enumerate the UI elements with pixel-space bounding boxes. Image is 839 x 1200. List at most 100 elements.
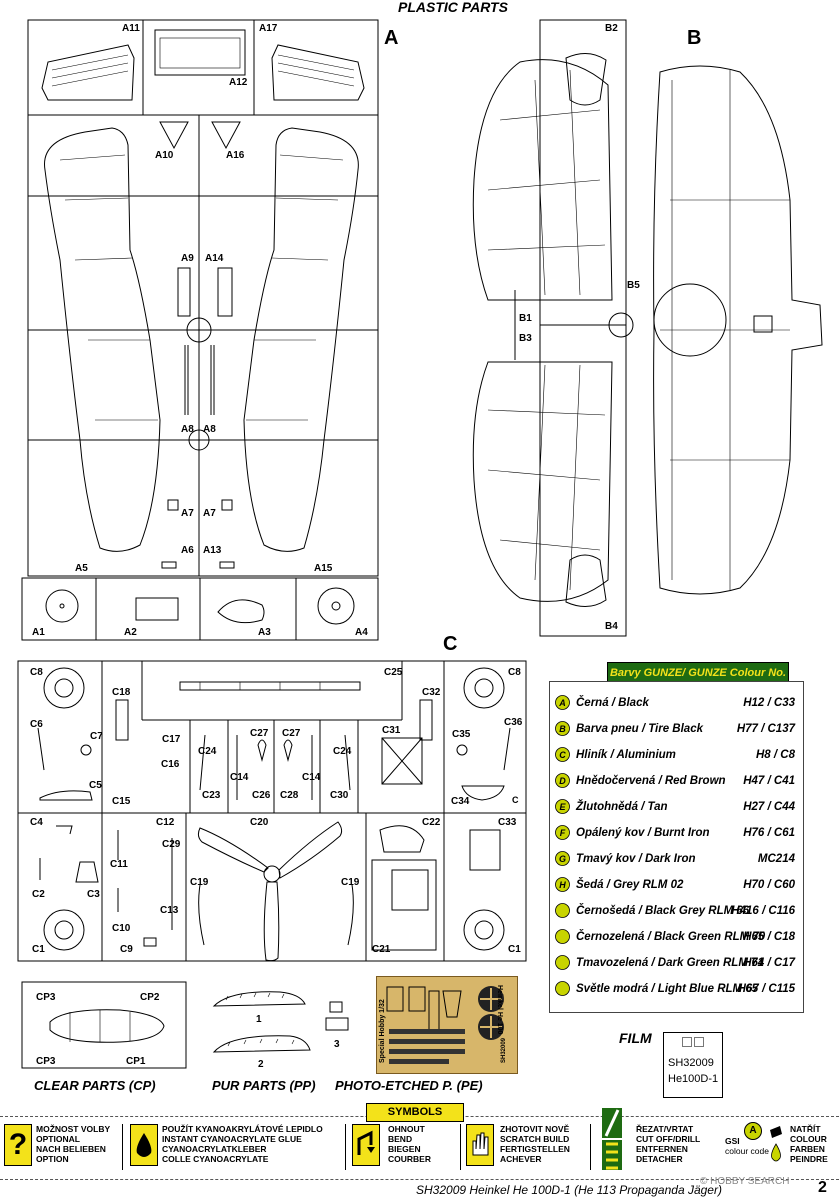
label-c2: C2 bbox=[32, 889, 45, 900]
label-c11: C11 bbox=[110, 859, 128, 870]
paint-icon bbox=[766, 1124, 786, 1164]
label-pur-1: 1 bbox=[256, 1014, 262, 1025]
sprue-a-letter: A bbox=[384, 27, 399, 49]
label-c23: C23 bbox=[202, 790, 221, 801]
colour-key: F bbox=[560, 828, 566, 838]
label-c25: C25 bbox=[384, 667, 403, 678]
pe-fret-text-3: SH32009 bbox=[501, 1037, 507, 1063]
label-c32: C32 bbox=[422, 687, 441, 698]
colour-key: E bbox=[559, 802, 566, 812]
label-c8-left: C8 bbox=[30, 667, 43, 678]
symbol-cut-text: ŘEZAT/VRTAT CUT OFF/DRILL ENTFERNEN DETA… bbox=[636, 1124, 700, 1164]
symbol-separator bbox=[460, 1124, 461, 1170]
bend-icon-drawing bbox=[357, 1130, 375, 1155]
colour-bead-shape bbox=[555, 877, 570, 892]
scratch-build-hand-icon bbox=[466, 1124, 494, 1166]
question-icon: ? bbox=[4, 1124, 32, 1166]
symbol-scratch-line-3: FERTIGSTELLEN bbox=[500, 1144, 570, 1154]
colour-bead-drawing: C bbox=[555, 747, 570, 762]
label-c14-left: C14 bbox=[230, 772, 249, 783]
colour-code: H64 / C17 bbox=[743, 957, 795, 969]
label-b3: B3 bbox=[519, 333, 532, 344]
label-a1: A1 bbox=[32, 627, 45, 638]
colour-bead-shape bbox=[555, 903, 570, 918]
film-square-right bbox=[694, 1037, 704, 1047]
symbol-scratch-line-4: ACHEVER bbox=[500, 1154, 542, 1164]
label-c33: C33 bbox=[498, 817, 517, 828]
symbol-optional-line-3: NACH BELIEBEN bbox=[36, 1144, 106, 1154]
label-c4: C4 bbox=[30, 817, 43, 828]
colour-bead-icon: A bbox=[555, 695, 570, 710]
colour-bead-shape bbox=[555, 929, 570, 944]
footer-text: SH32009 Heinkel He 100D-1 (He 113 Propag… bbox=[416, 1183, 722, 1197]
label-a4: A4 bbox=[355, 627, 368, 638]
colour-code: H67 / C115 bbox=[737, 983, 795, 995]
symbol-cut-line-4: DETACHER bbox=[636, 1154, 683, 1164]
label-c22: C22 bbox=[422, 817, 441, 828]
colour-name: Hliník / Aluminium bbox=[576, 749, 676, 761]
cut-drill-icon bbox=[598, 1106, 626, 1172]
colour-bead-shape bbox=[555, 981, 570, 996]
colour-bead-shape bbox=[555, 799, 570, 814]
label-c15: C15 bbox=[112, 796, 131, 807]
label-a7-right: A7 bbox=[203, 508, 216, 519]
label-a12: A12 bbox=[229, 77, 248, 88]
label-c26: C26 bbox=[252, 790, 271, 801]
label-a17: A17 bbox=[259, 23, 278, 34]
label-c31: C31 bbox=[382, 725, 401, 736]
colour-bead-icon: F bbox=[555, 825, 570, 840]
symbol-glue-line-4: COLLE CYANOACRYLATE bbox=[162, 1154, 269, 1164]
symbol-bend-text: OHNOUT BEND BIEGEN COURBER bbox=[388, 1124, 431, 1164]
colour-bead-drawing bbox=[555, 981, 570, 996]
symbol-cut-line-3: ENTFERNEN bbox=[636, 1144, 688, 1154]
watermark: © HOBBY SEARCH bbox=[700, 1176, 790, 1187]
colour-bead-shape bbox=[555, 851, 570, 866]
colour-key: A bbox=[558, 698, 566, 708]
colour-code: H65 / C18 bbox=[743, 931, 795, 943]
label-a6: A6 bbox=[181, 545, 194, 556]
colour-bead-shape bbox=[555, 721, 570, 736]
label-a5: A5 bbox=[75, 563, 88, 574]
colour-name: Opálený kov / Burnt Iron bbox=[576, 827, 710, 839]
label-c24-right: C24 bbox=[333, 746, 352, 757]
label-c29: C29 bbox=[162, 839, 181, 850]
colour-bead-drawing: F bbox=[555, 825, 570, 840]
sprue-b-drawing bbox=[472, 19, 823, 637]
symbol-scratch-line-2: SCRATCH BUILD bbox=[500, 1134, 570, 1144]
colour-bead-drawing bbox=[555, 955, 570, 970]
label-a3: A3 bbox=[258, 627, 271, 638]
colour-bead-drawing bbox=[555, 929, 570, 944]
colour-code: H8 / C8 bbox=[756, 749, 795, 761]
colour-bead-drawing: G bbox=[555, 851, 570, 866]
symbol-separator bbox=[590, 1124, 591, 1170]
colour-bead-shape bbox=[555, 773, 570, 788]
label-c28: C28 bbox=[280, 790, 299, 801]
label-b1: B1 bbox=[519, 313, 532, 324]
label-a2: A2 bbox=[124, 627, 137, 638]
colour-code: H12 / C33 bbox=[743, 697, 795, 709]
label-c13: C13 bbox=[160, 905, 179, 916]
label-cp1: CP1 bbox=[126, 1056, 146, 1067]
colour-bead-drawing: E bbox=[555, 799, 570, 814]
colour-name: Černozelená / Black Green RLM 70 bbox=[576, 931, 766, 943]
label-c5: C5 bbox=[89, 780, 102, 791]
symbol-paint-line-1: NATŘÍT bbox=[790, 1124, 821, 1134]
label-c34: C34 bbox=[451, 796, 470, 807]
label-c7: C7 bbox=[90, 731, 103, 742]
scratch-build-hand-icon-drawing bbox=[472, 1132, 489, 1156]
page-number: 2 bbox=[818, 1179, 827, 1196]
label-c12: C12 bbox=[156, 817, 175, 828]
colour-bead-icon: B bbox=[555, 721, 570, 736]
symbol-cut-line-2: CUT OFF/DRILL bbox=[636, 1134, 701, 1144]
label-c35: C35 bbox=[452, 729, 471, 740]
colour-key: C bbox=[559, 750, 566, 760]
colour-bead-drawing: A bbox=[555, 695, 570, 710]
colour-bead-shape bbox=[555, 695, 570, 710]
label-c3: C3 bbox=[87, 889, 100, 900]
label-c18: C18 bbox=[112, 687, 131, 698]
label-c8-right: C8 bbox=[508, 667, 521, 678]
label-c14-right: C14 bbox=[302, 772, 321, 783]
